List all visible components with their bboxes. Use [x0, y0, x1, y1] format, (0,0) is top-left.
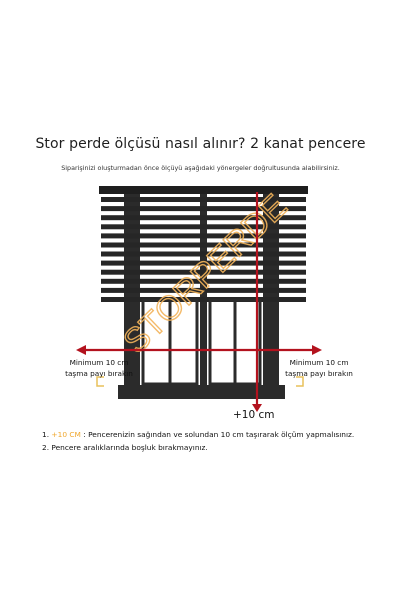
right-label-line-2: taşma payı bırakın — [285, 369, 353, 378]
instruction-text: : Pencerenizin sağından ve solundan 10 c… — [80, 430, 355, 439]
instruction-item-2: 2. Pencere aralıklarında boşluk bırakmay… — [42, 441, 354, 454]
blind-slat — [101, 197, 306, 202]
blind-slat — [101, 297, 306, 302]
blind-slat — [101, 251, 306, 257]
instruction-item-1: 1. +10 CM : Pencerenizin sağından ve sol… — [42, 428, 354, 441]
drop-arrow-head — [252, 404, 262, 412]
width-arrow-right — [312, 345, 322, 355]
right-overhang-label: Minimum 10 cm taşma payı bırakın — [280, 357, 358, 379]
blind-slat — [101, 260, 306, 266]
page-title: Stor perde ölçüsü nasıl alınır? 2 kanat … — [35, 136, 366, 152]
window-panes — [141, 298, 262, 386]
blind-slat — [101, 233, 306, 239]
blind-slat — [101, 278, 306, 284]
width-arrow-left — [76, 345, 86, 355]
instruction-number: 2. — [42, 443, 50, 452]
right-overhang-bracket — [296, 376, 304, 387]
instruction-accent: +10 CM — [51, 430, 81, 439]
left-label-line-1: Minimum 10 cm — [69, 358, 129, 367]
instruction-number: 1. — [42, 430, 50, 439]
blind-slat — [101, 206, 306, 212]
blind-headrail — [99, 186, 308, 194]
blind-slat — [101, 242, 306, 248]
drop-overhang-label: +10 cm — [233, 409, 275, 421]
frame-center-post — [200, 192, 207, 399]
blind-slat — [101, 269, 306, 275]
left-label-line-2: taşma payı bırakın — [65, 369, 133, 378]
frame-sill — [118, 385, 285, 399]
left-overhang-label: Minimum 10 cm taşma payı bırakın — [60, 357, 138, 379]
instruction-text: Pencere aralıklarında boşluk bırakmayını… — [51, 443, 208, 452]
right-label-line-1: Minimum 10 cm — [289, 358, 349, 367]
left-overhang-bracket — [96, 376, 104, 387]
blind-slats — [101, 197, 306, 302]
page-subtitle: Siparişinizi oluşturmadan önce ölçüyü aş… — [61, 164, 340, 172]
blind-slat — [101, 215, 306, 221]
blind-slat — [101, 287, 306, 293]
blind-slat — [101, 224, 306, 230]
instructions-list: 1. +10 CM : Pencerenizin sağından ve sol… — [42, 428, 354, 454]
